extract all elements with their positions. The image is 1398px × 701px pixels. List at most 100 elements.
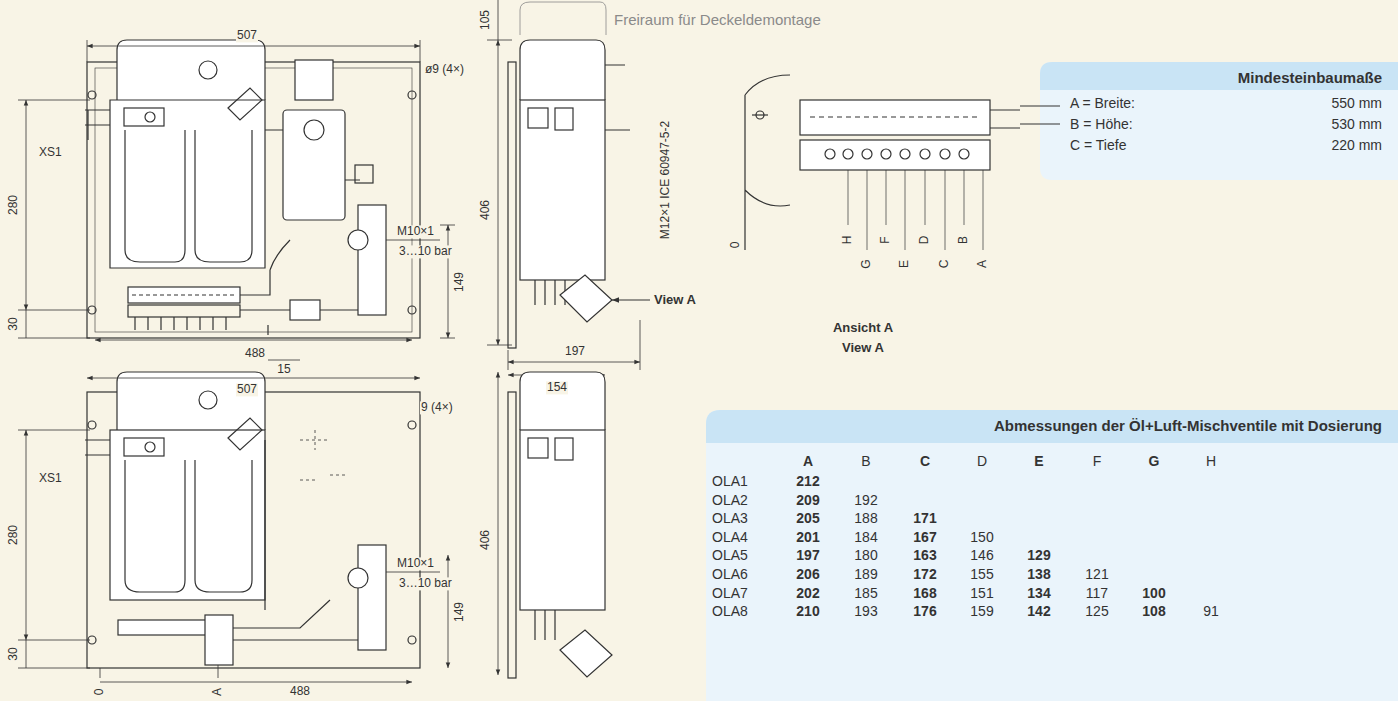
dimension-label: Ansicht A xyxy=(833,321,893,335)
table-cell: 209 xyxy=(796,493,819,508)
table-cell: 155 xyxy=(970,567,993,582)
table-cell: A xyxy=(803,454,813,469)
min-panel-bg xyxy=(1040,62,1398,180)
table-cell: 193 xyxy=(854,604,877,619)
table-cell: 146 xyxy=(970,549,993,564)
dimension-label: XS1 xyxy=(38,146,63,159)
dimension-label: A xyxy=(211,687,224,697)
panel-heading: Mindesteinbaumaße xyxy=(1040,62,1398,86)
dimension-label: G xyxy=(860,258,873,269)
dimension-label: 105 xyxy=(479,9,492,31)
table-cell: 192 xyxy=(854,493,877,508)
dimension-label: 280 xyxy=(7,194,20,216)
dimension-label: 30 xyxy=(7,316,20,331)
dimension-label: 507 xyxy=(236,383,258,396)
table-cell: E xyxy=(1034,454,1043,469)
table-cell: 117 xyxy=(1086,586,1108,601)
table-cell: OLA5 xyxy=(712,549,748,564)
table-cell: OLA1 xyxy=(712,474,748,489)
table-cell: 163 xyxy=(913,549,936,564)
dimension-label: 154 xyxy=(546,381,568,394)
dimension-label: 197 xyxy=(564,345,586,358)
dimension-label: M10×1 xyxy=(396,225,435,238)
table-cell: F xyxy=(1093,454,1102,469)
lower-side-view xyxy=(508,372,612,678)
dimension-label: 0 xyxy=(729,241,742,250)
dimension-label: H xyxy=(841,235,854,246)
dimension-label: 488 xyxy=(244,347,266,360)
dimension-label: 488 xyxy=(289,685,311,698)
dimension-label: E xyxy=(898,259,911,269)
dimension-label: View A xyxy=(654,293,696,307)
lower-front-view xyxy=(18,372,498,682)
table-cell: 100 xyxy=(1142,586,1165,601)
table-cell: 180 xyxy=(854,549,877,564)
dimension-label: B xyxy=(957,235,970,245)
table-cell: OLA7 xyxy=(712,586,748,601)
table-cell: B = Höhe: xyxy=(1070,117,1133,132)
table-cell: G xyxy=(1149,454,1160,469)
table-cell: 134 xyxy=(1027,586,1050,601)
dimension-label: 15 xyxy=(276,363,291,376)
table-cell: B xyxy=(861,454,870,469)
table-cell: 184 xyxy=(854,530,877,545)
table-cell: 220 mm xyxy=(1331,138,1382,153)
dimension-label: 3…10 bar xyxy=(398,245,453,258)
table-cell: D xyxy=(977,454,987,469)
table-cell: 212 xyxy=(796,474,819,489)
table-cell: 151 xyxy=(970,586,993,601)
table-cell: 142 xyxy=(1027,604,1050,619)
upper-front-view xyxy=(85,40,420,338)
dimension-label: ø9 (4×) xyxy=(424,63,465,76)
table-cell: 150 xyxy=(970,530,993,545)
dimension-label: F xyxy=(879,235,892,244)
table-cell: 172 xyxy=(913,567,936,582)
dimension-label: 9 (4×) xyxy=(420,401,454,414)
table-cell: A = Breite: xyxy=(1070,96,1135,111)
table-cell: 91 xyxy=(1203,604,1219,619)
table-cell: H xyxy=(1206,454,1216,469)
table-cell: 168 xyxy=(913,586,936,601)
table-cell: 550 mm xyxy=(1331,96,1382,111)
dimension-label: D xyxy=(918,235,931,246)
panel-heading: Abmessungen der Öl+Luft-Mischventile mit… xyxy=(706,410,1398,434)
table-cell: OLA3 xyxy=(712,511,748,526)
dimension-label: 406 xyxy=(479,199,492,221)
dimension-label: 149 xyxy=(453,271,466,293)
upper-side-view xyxy=(508,2,650,375)
table-cell: 176 xyxy=(913,604,936,619)
table-cell: 121 xyxy=(1085,567,1108,582)
dimension-label: 149 xyxy=(453,601,466,623)
dimension-label: 0 xyxy=(93,688,106,697)
dimension-label: 507 xyxy=(236,29,258,42)
table-cell: 159 xyxy=(970,604,993,619)
dimension-label: 406 xyxy=(479,529,492,551)
table-cell: C = Tiefe xyxy=(1070,138,1126,153)
dimension-label: 3…10 bar xyxy=(398,577,453,590)
table-panel-bg xyxy=(706,410,1398,701)
table-cell: OLA2 xyxy=(712,493,748,508)
upper-dimensions xyxy=(18,0,512,360)
table-cell: 205 xyxy=(796,511,819,526)
table-cell: 201 xyxy=(796,530,819,545)
table-cell: OLA6 xyxy=(712,567,748,582)
dimension-label: XS1 xyxy=(38,472,63,485)
table-cell: 125 xyxy=(1085,604,1108,619)
table-cell: OLA4 xyxy=(712,530,748,545)
dimension-label: Freiraum für Deckeldemontage xyxy=(614,12,821,29)
dimension-label: 30 xyxy=(7,646,20,661)
table-cell: 206 xyxy=(796,567,819,582)
table-cell: 188 xyxy=(854,511,877,526)
table-cell: 197 xyxy=(796,549,819,564)
table-cell: 129 xyxy=(1027,549,1050,564)
dimension-label: M12×1 ICE 60947-5-2 xyxy=(659,120,672,240)
table-cell: 108 xyxy=(1142,604,1165,619)
dimension-label: 280 xyxy=(7,524,20,546)
dimension-label: A xyxy=(976,259,989,269)
dimension-label: M10×1 xyxy=(396,557,435,570)
table-cell: C xyxy=(920,454,930,469)
table-cell: 185 xyxy=(854,586,877,601)
table-cell: 530 mm xyxy=(1331,117,1382,132)
view-a-detail xyxy=(745,75,1060,250)
